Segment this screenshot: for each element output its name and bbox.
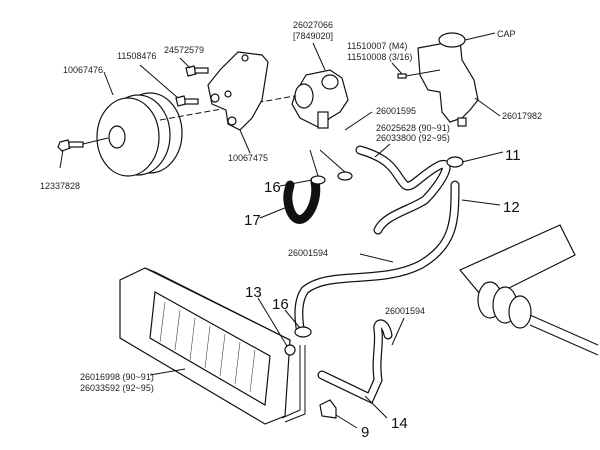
reservoir-screw: [397, 73, 407, 79]
hose-clip: [319, 399, 337, 419]
label-seal: 26001595: [376, 106, 416, 116]
label-bracket: 10067475: [228, 153, 268, 163]
power-steering-pump: [291, 69, 349, 129]
label-bolt-upper: 24572579: [164, 45, 204, 55]
label-pulley: 10067476: [63, 65, 103, 75]
label-pressure-hose-9091: 26025628 (90~91): [376, 123, 450, 133]
reservoir: [417, 32, 479, 127]
callout-12: 12: [503, 199, 520, 216]
callout-11: 11: [505, 147, 521, 164]
label-reservoir: 26017982: [502, 111, 542, 121]
label-bolt-middle: 11508476: [117, 51, 156, 61]
pulley: [96, 92, 183, 177]
label-cooler-9295: 26033592 (92~95): [80, 383, 154, 393]
label-pulley-bolt: 12337828: [40, 181, 80, 191]
oil-cooler: [119, 267, 296, 425]
pulley-bolt: [57, 137, 109, 152]
hoses: [281, 145, 460, 423]
clamps: [294, 156, 464, 419]
callout-17: 17: [244, 212, 261, 229]
label-pressure-hose-9295: 26033800 (92~95): [376, 133, 450, 143]
label-screw-m4: 11510007 (M4): [347, 41, 407, 51]
callout-14: 14: [391, 415, 408, 432]
bracket-bolt-middle: [175, 95, 199, 107]
label-screw-316: 11510008 (3/16): [347, 52, 412, 62]
label-cap: CAP: [497, 29, 516, 39]
callout-16-upper: 16: [264, 179, 281, 196]
leader-lines: [59, 32, 504, 429]
callout-16-lower: 16: [272, 296, 289, 313]
label-oring-upper: 26001594: [288, 248, 328, 258]
steering-gear: [459, 224, 599, 356]
label-cooler-9091: 26016998 (90~91): [80, 372, 154, 382]
bracket-bolt-upper: [185, 65, 209, 77]
bracket: [207, 51, 269, 131]
label-pump: 26027066: [293, 20, 333, 30]
callout-13: 13: [245, 284, 262, 301]
label-oring-lower: 26001594: [385, 306, 425, 316]
callout-9: 9: [361, 424, 369, 441]
label-pump-alt: [7849020]: [293, 31, 333, 41]
